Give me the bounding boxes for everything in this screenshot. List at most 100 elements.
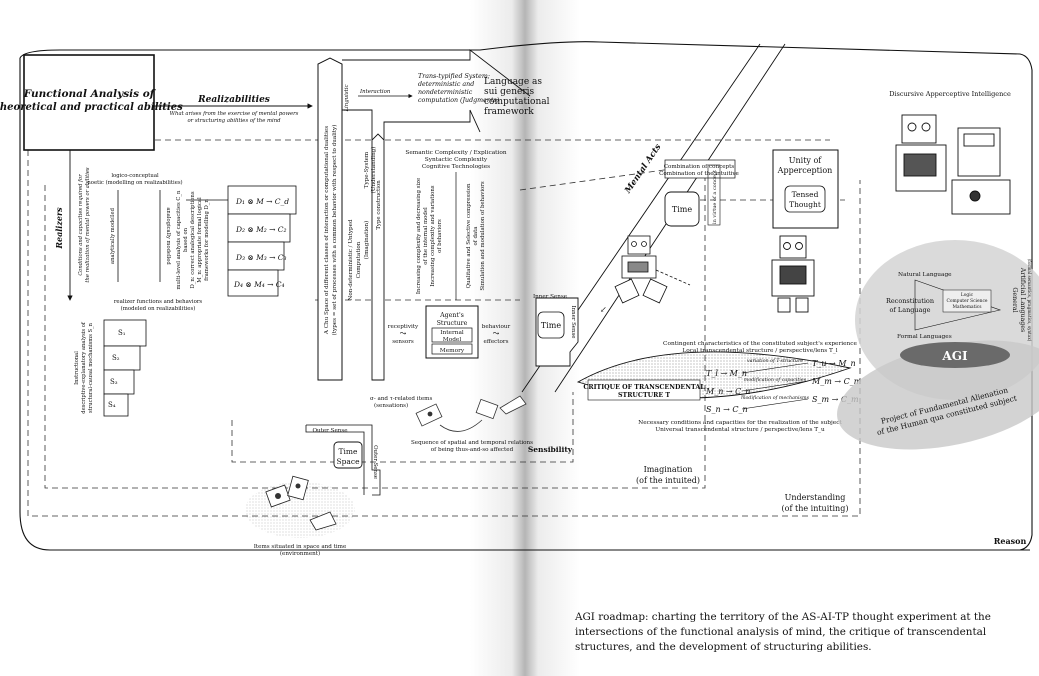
realizabilities-sub-2: or structuring abilities of the mind (187, 118, 281, 124)
chu-space-2: (types = set of processes with a common … (331, 125, 338, 336)
general-1: General (1011, 287, 1018, 312)
noetic-label: noetic (modelling on realizabilities) (87, 179, 182, 186)
linguistic-label: Linguistic (344, 84, 350, 112)
instructional-analysis: Instructional descriptive-explanatory an… (74, 321, 94, 414)
analytically-label: analytically modelled (110, 207, 116, 264)
language-framework-2: sui generis (484, 87, 535, 97)
chu-space-arrow (317, 57, 343, 381)
internal-model-1: Internal (440, 330, 464, 336)
tensed-1: Tensed (792, 190, 819, 199)
realizers-sub-2: the realization of mental powers or abil… (85, 167, 91, 282)
formula-label-1: variation of T-structure (747, 358, 803, 364)
time-space-1: Time (339, 447, 359, 456)
sequence-1: Sequence of spatial and temporal relatio… (411, 440, 533, 446)
inner-dash-top (315, 164, 845, 301)
tensed-2: Thought (789, 200, 821, 209)
reconstitution-2: of Language (890, 306, 931, 314)
outer-sense-vertical: Outer Sense (372, 445, 378, 479)
robot-seated (614, 235, 691, 304)
formal-languages: Formal Languages (897, 334, 952, 340)
mapping-box-3 (227, 241, 285, 271)
general-sub: (formal semantics, pragmatics, syntax) (1027, 259, 1032, 342)
memory-box (431, 343, 473, 355)
functional-analysis-title-2: theoretical and practical abilities (0, 102, 183, 113)
functional-analysis-title-1: Functional Analysis of (23, 88, 157, 100)
necessary-1: Necessary conditions and capacities for … (638, 420, 842, 426)
reason-label: Reason (994, 536, 1027, 546)
internal-model-box (431, 327, 473, 343)
outer-sense-label: Outer Sense (312, 428, 348, 434)
imagination-region (44, 160, 706, 489)
combination-2: Combination of the intuitive (659, 171, 739, 177)
agi-label: AGI (941, 349, 968, 363)
svg-text:of data: of data (473, 226, 479, 246)
s-label-2: S₂ (112, 354, 120, 362)
svg-text:M_n: appropriate formal logica: M_n: appropriate formal logical (197, 197, 203, 283)
behaviour-label: behaviour (482, 324, 511, 330)
qualitative-compression: Qualitative and Selective compression of… (466, 181, 486, 291)
formula-4: T_u → M_n (812, 359, 856, 368)
time-box-label: Time (672, 205, 692, 214)
sensors-label: sensors (392, 339, 414, 345)
internal-model-2: Model (443, 337, 462, 343)
mapping-3: D₃ ⊗ M₃ → C₃ (235, 253, 287, 262)
increasing-complexity: Increasing complexity and decreasing siz… (416, 178, 443, 294)
inner-time-box (537, 311, 565, 339)
s-box-4 (103, 393, 129, 417)
type-system-2: (Understanding) (370, 147, 377, 194)
inner-sense-vertical: Inner Sense (570, 306, 576, 339)
type-system-1: Type-System (364, 151, 370, 188)
items-situated-2: (environment) (280, 550, 320, 557)
formula-arrow-3 (741, 398, 809, 410)
combination-box (664, 159, 736, 179)
project-ellipse (837, 340, 1039, 450)
formula-1: T_l → M_n (706, 369, 747, 378)
realizer-functions-2: (modeled on realizabilities) (121, 305, 196, 312)
svg-text:descriptive-explanatory analys: descriptive-explanatory analysis of (81, 321, 87, 414)
reason-frame (19, 41, 1033, 551)
svg-text:structural-causal mechanisms S: structural-causal mechanisms S_n (88, 322, 94, 413)
interaction-label: Interaction (359, 89, 391, 95)
sigma-tau-1: σ- and τ-related items (370, 396, 432, 402)
inner-time-label: Time (541, 321, 561, 330)
effectors-label: effectors (484, 339, 509, 345)
concept-strip (707, 164, 721, 226)
unity-1: Unity of (789, 156, 823, 165)
language-framework-4: framework (484, 107, 534, 117)
logico-conceptual-label: logico-conceptual (111, 173, 159, 179)
formula-6: S_m → C_m (812, 395, 859, 404)
formula-label-2: modification of capacities (744, 377, 807, 383)
svg-text:of the internal model: of the internal model (423, 207, 429, 265)
formula-label-3: modification of mechanisms (741, 395, 810, 401)
receptivity-arrow: ⤳ (400, 329, 407, 338)
svg-text:Increasing complexity and vari: Increasing complexity and variations (430, 185, 436, 286)
semantic-3: Cognitive Technologies (422, 164, 490, 170)
agent-title-2: Structure (437, 320, 468, 327)
critique-1: CRITIQUE OF TRANSCENDENTAL (583, 384, 705, 391)
language-framework-1: Language as (484, 77, 542, 87)
sensibility-region (231, 392, 574, 463)
logic-box (942, 289, 992, 313)
svg-text:of behaviors: of behaviors (437, 219, 443, 253)
sensibility-label: Sensibility (528, 445, 573, 454)
formula-5: M_m → C_m (811, 377, 862, 386)
realizabilities-sub-1: What arises from the exercise of mental … (170, 111, 299, 117)
inner-sense-label: Inner Sense (533, 294, 568, 300)
formula-arrow-2 (741, 380, 809, 392)
contingent-1: Contingent characteristics of the consti… (663, 341, 857, 347)
formula-2: M_n → C_n (705, 387, 750, 396)
agi-ellipse (900, 342, 1010, 368)
formula-3: S_n → C_n (706, 405, 748, 414)
figure-caption: AGI roadmap: charting the territory of t… (575, 611, 991, 653)
realizers-sub-1: Conditions and capacities required for (78, 174, 84, 276)
s-label-1: S₁ (118, 329, 126, 337)
understanding-region (27, 139, 861, 517)
receptivity-label: receptivity (388, 324, 419, 330)
trans-typified-3: nondeterministic (418, 89, 473, 96)
combination-3: in virtue of a concept (712, 170, 718, 224)
items-situated-1: Items situated in space and time (254, 544, 347, 550)
s-label-3: S₃ (110, 378, 118, 386)
svg-text:Qualitative and Selective comp: Qualitative and Selective compression (466, 183, 472, 288)
capacity-analysis: multi-level analysis of capacities C_n b… (176, 190, 210, 290)
imagination-col-label: (Imagination) (363, 221, 370, 260)
